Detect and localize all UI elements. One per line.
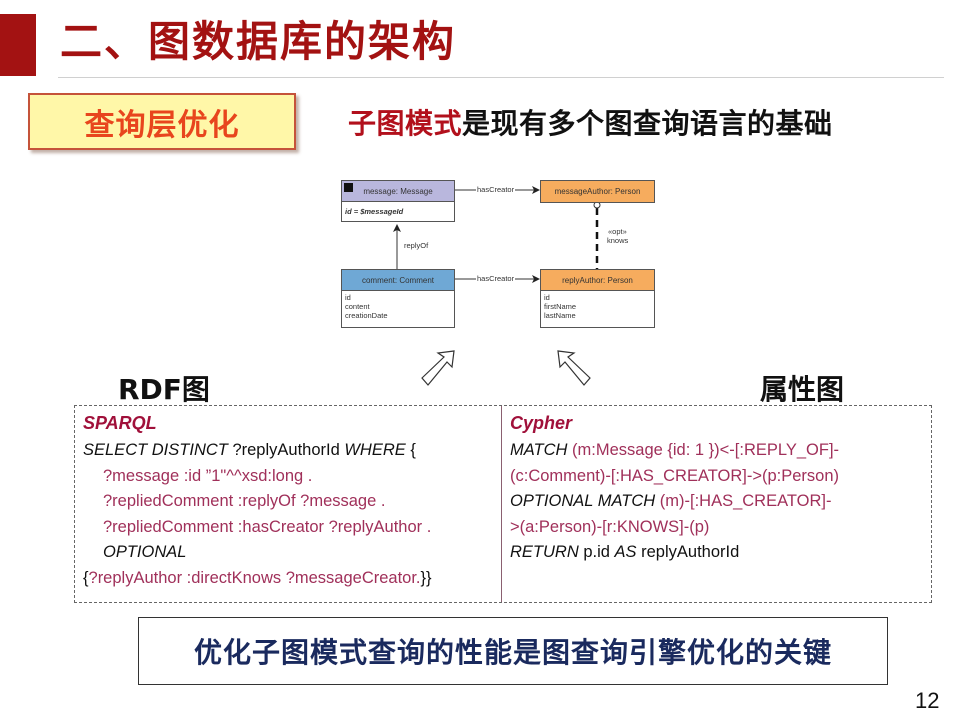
sparql-brace: { (405, 441, 416, 459)
sparql-brace: }} (420, 568, 432, 587)
sparql-triple: ?repliedComment :hasCreator ?replyAuthor… (103, 517, 432, 536)
sparql-triple: ?message :id ”1"^^xsd:long . (103, 466, 313, 485)
sparql-keyword: SELECT DISTINCT (83, 441, 228, 459)
subtitle-highlight: 子图模式 (348, 107, 463, 140)
pointer-arrows (421, 350, 591, 386)
message-author-node-header: messageAuthor: Person (554, 187, 641, 196)
uml-message-author-node: messageAuthor: Person (540, 180, 655, 203)
message-node-constraint: id = $messageId (345, 207, 404, 216)
edge-label-knows: knows (606, 236, 630, 245)
comment-field: creationDate (345, 311, 388, 320)
section-badge: 查询层优化 (28, 93, 296, 150)
reply-author-field: id (544, 293, 550, 302)
sparql-query: SPARQL SELECT DISTINCT ?replyAuthorId WH… (75, 406, 502, 602)
cypher-keyword: RETURN (510, 543, 579, 561)
sparql-keyword: WHERE (344, 441, 406, 459)
subgraph-pattern-diagram: message: Message id = $messageId comment… (335, 170, 665, 335)
cypher-pattern: (m:Message {id: 1 })<-[:REPLY_OF]- (567, 441, 840, 459)
cypher-alias: replyAuthorId (636, 543, 740, 561)
cypher-expression: p.id (578, 543, 615, 561)
page-title: 二、图数据库的架构 (60, 17, 457, 66)
sparql-variable: ?replyAuthorId (227, 441, 345, 459)
message-node-header: message: Message (363, 186, 433, 196)
cypher-keyword: OPTIONAL MATCH (510, 492, 656, 510)
cypher-keyword: MATCH (510, 441, 568, 459)
title-divider (58, 77, 944, 78)
rdf-graph-label: RDF图 (118, 373, 210, 406)
title-accent-bar (0, 14, 36, 76)
fixed-node-marker-icon (344, 183, 353, 192)
sparql-title: SPARQL (83, 413, 157, 433)
subtitle: 子图模式是现有多个图查询语言的基础 (348, 104, 833, 144)
edge-label-reply-of: replyOf (403, 241, 430, 250)
uml-message-node: message: Message id = $messageId (341, 180, 455, 222)
cypher-keyword: AS (614, 543, 637, 561)
comment-field: id (345, 293, 351, 302)
reply-author-field: lastName (544, 311, 576, 320)
page-number: 12 (915, 688, 940, 713)
uml-reply-author-node: replyAuthor: Person id firstName lastNam… (540, 269, 655, 328)
sparql-keyword: OPTIONAL (103, 543, 187, 561)
arrow-up-right-icon (421, 350, 455, 386)
query-comparison-panel: SPARQL SELECT DISTINCT ?replyAuthorId WH… (74, 405, 932, 603)
conclusion-text: 优化子图模式查询的性能是图查询引擎优化的关键 (193, 636, 832, 669)
sparql-brace: { (83, 568, 89, 587)
cypher-pattern: (c:Comment)-[:HAS_CREATOR]->(p:Person) (510, 466, 840, 485)
section-badge-label: 查询层优化 (84, 107, 240, 143)
edge-label-has-creator-bottom: hasCreator (476, 274, 516, 283)
reply-author-field: firstName (544, 302, 577, 311)
sparql-triple: ?replyAuthor :directKnows ?messageCreato… (88, 568, 421, 587)
edge-label-opt: «opt» (607, 227, 628, 236)
reply-author-node-header: replyAuthor: Person (562, 275, 633, 285)
cypher-title: Cypher (510, 413, 573, 433)
conclusion-box: 优化子图模式查询的性能是图查询引擎优化的关键 (138, 617, 888, 685)
cypher-query: Cypher MATCH (m:Message {id: 1 })<-[:REP… (502, 406, 931, 602)
property-graph-label: 属性图 (760, 373, 845, 406)
subtitle-rest: 是现有多个图查询语言的基础 (462, 107, 833, 140)
comment-field: content (345, 302, 370, 311)
edge-label-has-creator-top: hasCreator (476, 185, 516, 194)
cypher-pattern: (m)-[:HAS_CREATOR]- (655, 492, 832, 510)
comment-node-header: comment: Comment (361, 275, 435, 285)
sparql-triple: ?repliedComment :replyOf ?message . (103, 492, 386, 510)
cypher-pattern: >(a:Person)-[r:KNOWS]-(p) (510, 517, 710, 536)
uml-comment-node: comment: Comment id content creationDate (341, 269, 455, 328)
arrow-up-left-icon (557, 350, 591, 386)
